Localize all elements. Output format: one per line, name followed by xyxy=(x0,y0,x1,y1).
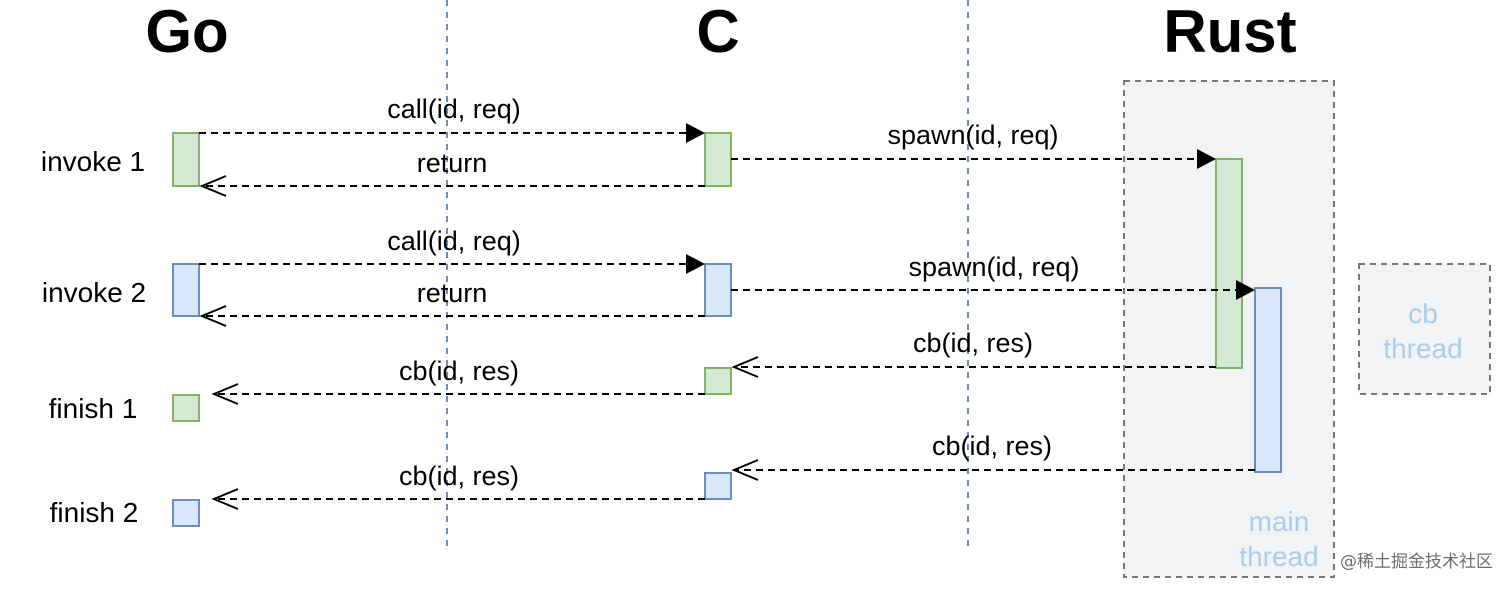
c-activation-1 xyxy=(704,132,732,187)
call-2-label: call(id, req) xyxy=(387,226,521,256)
watermark: @稀土掘金技术社区 xyxy=(1340,552,1493,572)
step-finish-1: finish 1 xyxy=(49,393,138,424)
spawn-2-arrowhead xyxy=(1236,280,1255,300)
c-cb-2 xyxy=(704,472,732,500)
step-invoke-1: invoke 1 xyxy=(41,146,145,177)
c-cb-1 xyxy=(704,367,732,395)
rust-task-1 xyxy=(1215,158,1243,369)
cb-c-2-label: cb(id, res) xyxy=(399,461,519,491)
cb-c-1-arrowhead xyxy=(211,383,239,405)
cb-thread-label-line2: thread xyxy=(1383,333,1462,364)
call-1-label: call(id, req) xyxy=(387,94,521,124)
cb-thread-label-line1: cb xyxy=(1408,298,1438,329)
header-c: C xyxy=(696,0,739,65)
cb-rust-2-label: cb(id, res) xyxy=(932,431,1052,461)
cb-thread-box xyxy=(1358,263,1491,395)
call-1-arrowhead xyxy=(686,123,705,143)
spawn-1-arrowhead xyxy=(1197,149,1216,169)
return-1-arrowhead xyxy=(199,175,227,197)
step-finish-2: finish 2 xyxy=(50,497,139,528)
cb-rust-2-arrowhead xyxy=(731,459,759,481)
cb-rust-1-label: cb(id, res) xyxy=(913,328,1033,358)
spawn-2-label: spawn(id, req) xyxy=(908,252,1079,282)
header-go: Go xyxy=(145,0,228,65)
return-2-arrowhead xyxy=(199,305,227,327)
go-finish-2 xyxy=(172,499,200,527)
return-2-label: return xyxy=(417,278,488,308)
go-finish-1 xyxy=(172,394,200,422)
return-1-label: return xyxy=(417,148,488,178)
main-thread-label-line2: thread xyxy=(1239,541,1318,572)
spawn-1-label: spawn(id, req) xyxy=(887,120,1058,150)
rust-task-2 xyxy=(1254,287,1282,473)
cb-c-2-arrowhead xyxy=(211,488,239,510)
call-2-arrowhead xyxy=(686,254,705,274)
go-activation-2 xyxy=(172,263,200,317)
step-invoke-2: invoke 2 xyxy=(42,277,146,308)
cb-c-1-label: cb(id, res) xyxy=(399,356,519,386)
cb-rust-1-arrowhead xyxy=(731,356,759,378)
go-activation-1 xyxy=(172,132,200,187)
c-activation-2 xyxy=(704,263,732,317)
main-thread-label-line1: main xyxy=(1249,506,1310,537)
header-rust: Rust xyxy=(1163,0,1296,65)
